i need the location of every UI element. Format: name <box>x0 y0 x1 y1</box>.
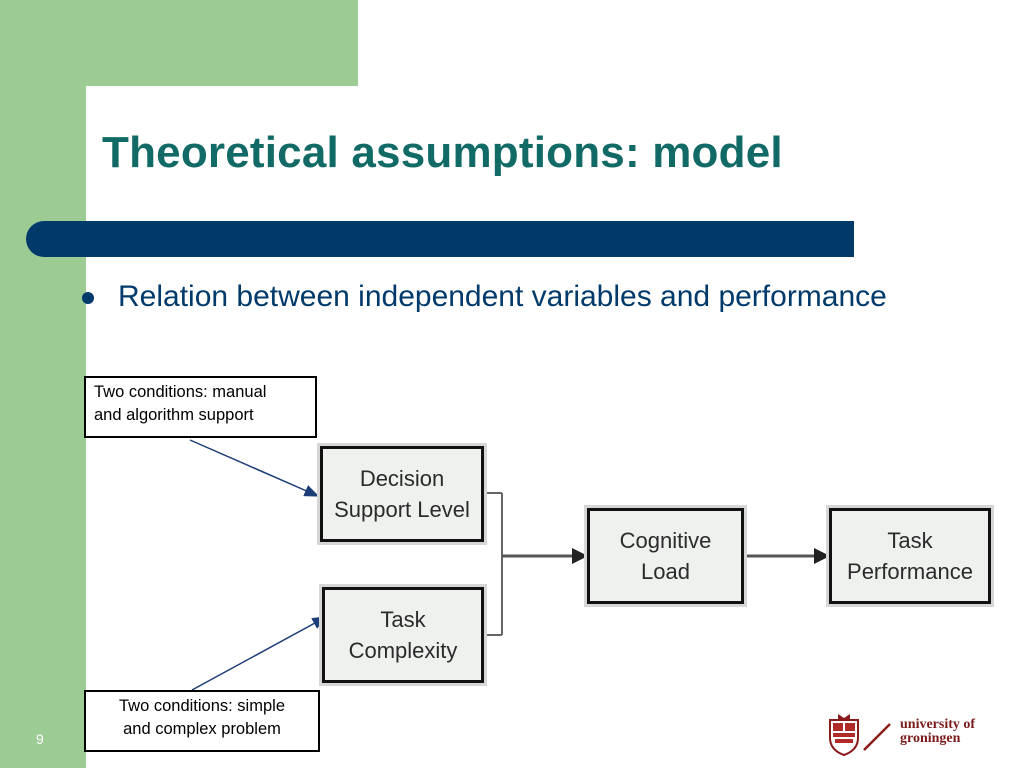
top-band <box>0 0 358 86</box>
node-task-complexity-line-1: Task <box>380 607 426 632</box>
bullet-dot-icon <box>82 292 94 304</box>
node-cognitive-load: Cognitive Load <box>587 508 744 604</box>
logo-line-1: university of <box>900 717 976 732</box>
callout-decision-support-conditions: Two conditions: manual and algorithm sup… <box>84 376 317 438</box>
page-number: 9 <box>36 731 44 747</box>
slide-title: Theoretical assumptions: model <box>102 128 783 177</box>
node-task-performance: Task Performance <box>829 508 991 604</box>
title-underline-bar <box>26 221 854 257</box>
arrowhead-to-cognitive-load-icon <box>572 548 588 564</box>
node-task-performance-line-2: Performance <box>847 559 973 584</box>
university-logo <box>829 714 891 756</box>
node-task-complexity: Task Complexity <box>322 587 484 683</box>
node-task-complexity-line-2: Complexity <box>348 638 458 663</box>
node-decision-support-line-2: Support Level <box>334 497 470 522</box>
node-decision-support-line-1: Decision <box>359 466 445 491</box>
node-cognitive-load-line-1: Cognitive <box>619 528 712 553</box>
callout-top-pointer <box>189 439 320 497</box>
callout-task-complexity-conditions: Two conditions: simple and complex probl… <box>84 690 320 752</box>
university-wordmark: university of groningen <box>900 718 975 746</box>
callout-top-line-2: and algorithm support <box>94 406 254 424</box>
arrowhead-to-task-performance-icon <box>814 548 830 564</box>
node-decision-support-level: Decision Support Level <box>320 446 484 542</box>
node-task-performance-line-1: Task <box>887 528 933 553</box>
bullet-text: Relation between independent variables a… <box>118 280 887 313</box>
callout-bottom-line-1: Two conditions: simple <box>119 697 285 715</box>
callout-bottom-line-2: and complex problem <box>123 720 281 738</box>
node-cognitive-load-line-2: Load <box>641 559 690 584</box>
logo-line-2: groningen <box>900 731 961 746</box>
side-band <box>0 0 86 768</box>
callout-bottom-pointer <box>191 616 328 691</box>
logo-slash-icon <box>863 723 891 751</box>
merge-connector <box>486 492 503 636</box>
crest-icon <box>829 714 859 756</box>
callout-top-line-1: Two conditions: manual <box>94 383 267 401</box>
